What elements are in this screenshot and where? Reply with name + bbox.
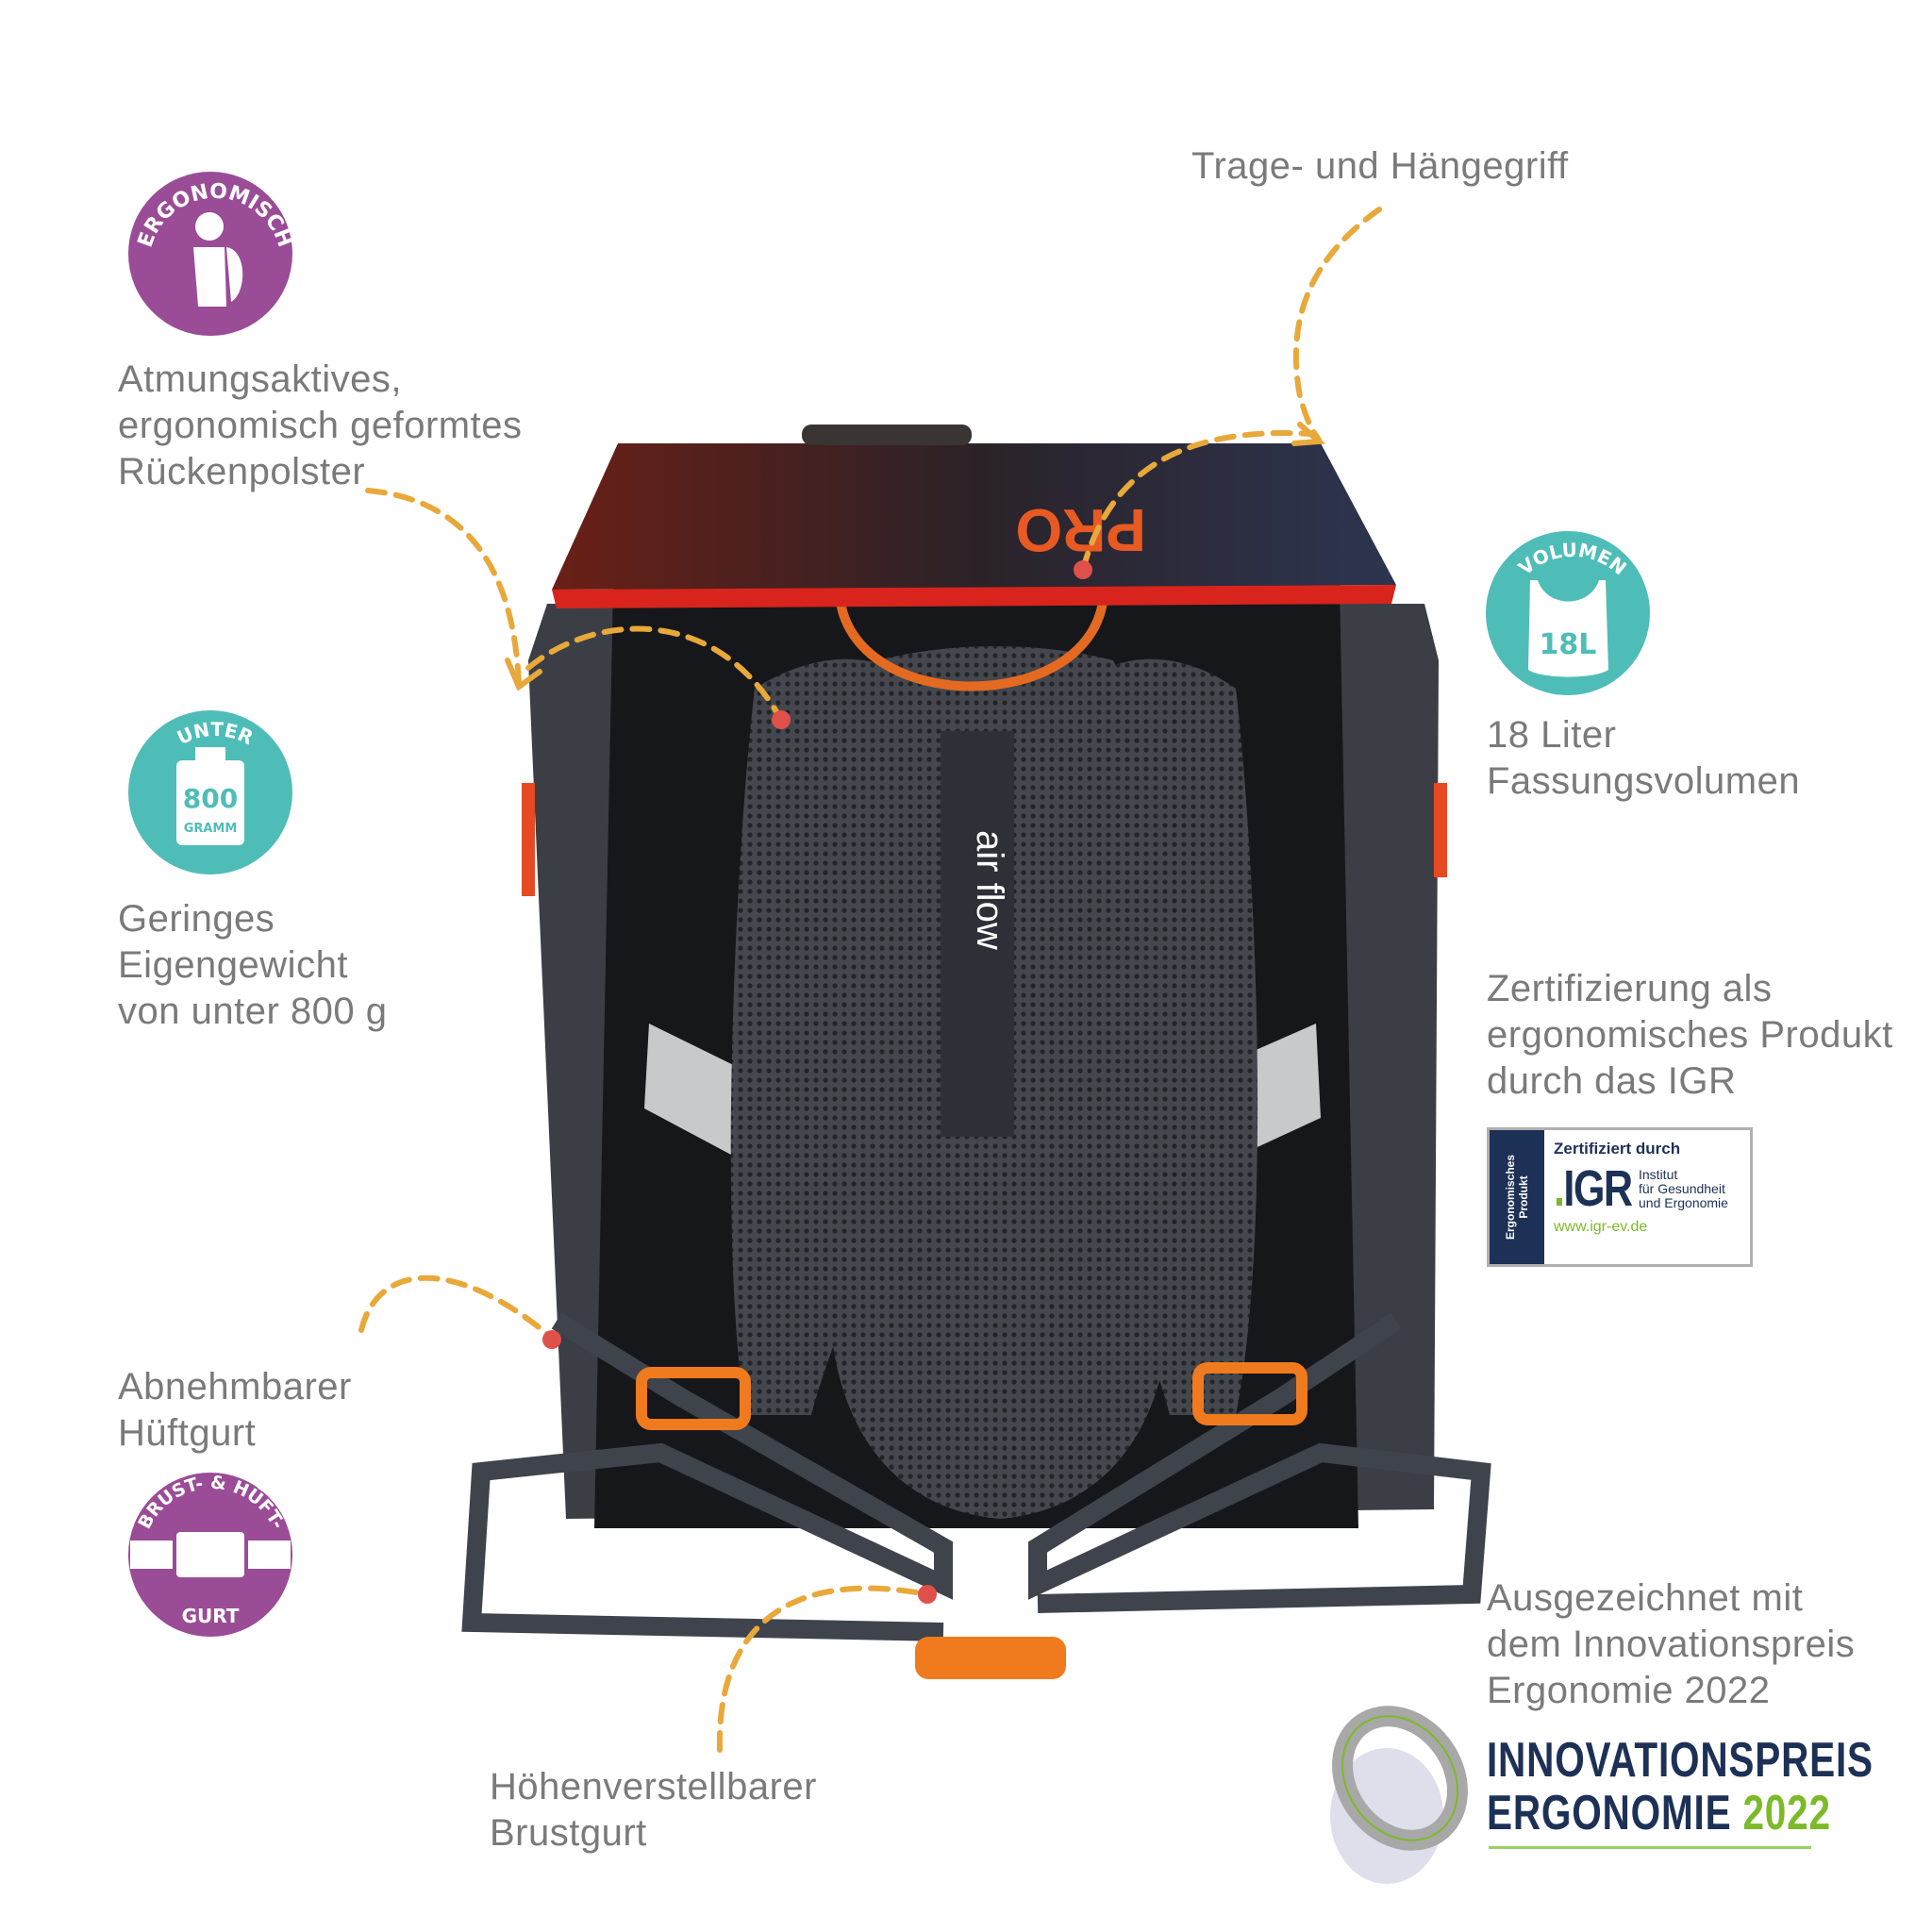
igr-url: www.igr-ev.de (1554, 1219, 1648, 1235)
svg-text:18L: 18L (1540, 628, 1597, 661)
award-ring-icon (1330, 1706, 1468, 1884)
marker-dot (918, 1585, 937, 1604)
marker-dot (542, 1330, 561, 1349)
award-underline (1489, 1846, 1811, 1849)
brand-text: PRO (1015, 496, 1146, 564)
igr-logo: .IGR (1554, 1160, 1633, 1217)
callout-line-chest-strap (716, 1585, 930, 1753)
volume-badge-icon: VOLUMEN 18L (1486, 531, 1650, 695)
svg-text:GRAMM: GRAMM (184, 822, 238, 836)
innovation-award-logo: INNOVATIONSPREIS ERGONOMIE 2022 (1487, 1733, 1874, 1840)
carry-handle (835, 593, 1108, 691)
airflow-strip (941, 731, 1014, 1137)
arrowhead-icon (1291, 422, 1326, 446)
ergonomisch-badge-icon: ERGONOMISCH (128, 172, 296, 336)
marker-dot (1074, 560, 1092, 579)
strap-buckle-left (636, 1367, 751, 1430)
backpack-lid (552, 443, 1396, 590)
airflow-text: air flow (969, 830, 1010, 950)
label-handle: Trage- und Hängegriff (1191, 145, 1569, 187)
side-tab-right (1434, 783, 1447, 877)
arrowhead-icon (505, 658, 542, 691)
chest-buckle (915, 1637, 1066, 1679)
marker-dot (772, 710, 791, 729)
side-tab-left (522, 783, 535, 896)
callout-line-handle (1292, 207, 1382, 442)
callout-line-hip-belt (358, 1274, 555, 1341)
weight-badge-icon: UNTER 800 GRAMM (128, 710, 292, 874)
igr-certified-by: Zertifiziert durch (1554, 1140, 1681, 1158)
reflector-left (644, 1024, 759, 1170)
callout-line-back-padding (365, 488, 522, 687)
hip-belt-badge-icon: BRUST- & HÜFT- GURT (128, 1473, 292, 1637)
strap-buckle-right (1192, 1362, 1307, 1425)
svg-text:800: 800 (183, 783, 238, 814)
svg-text:GURT: GURT (182, 1605, 240, 1627)
